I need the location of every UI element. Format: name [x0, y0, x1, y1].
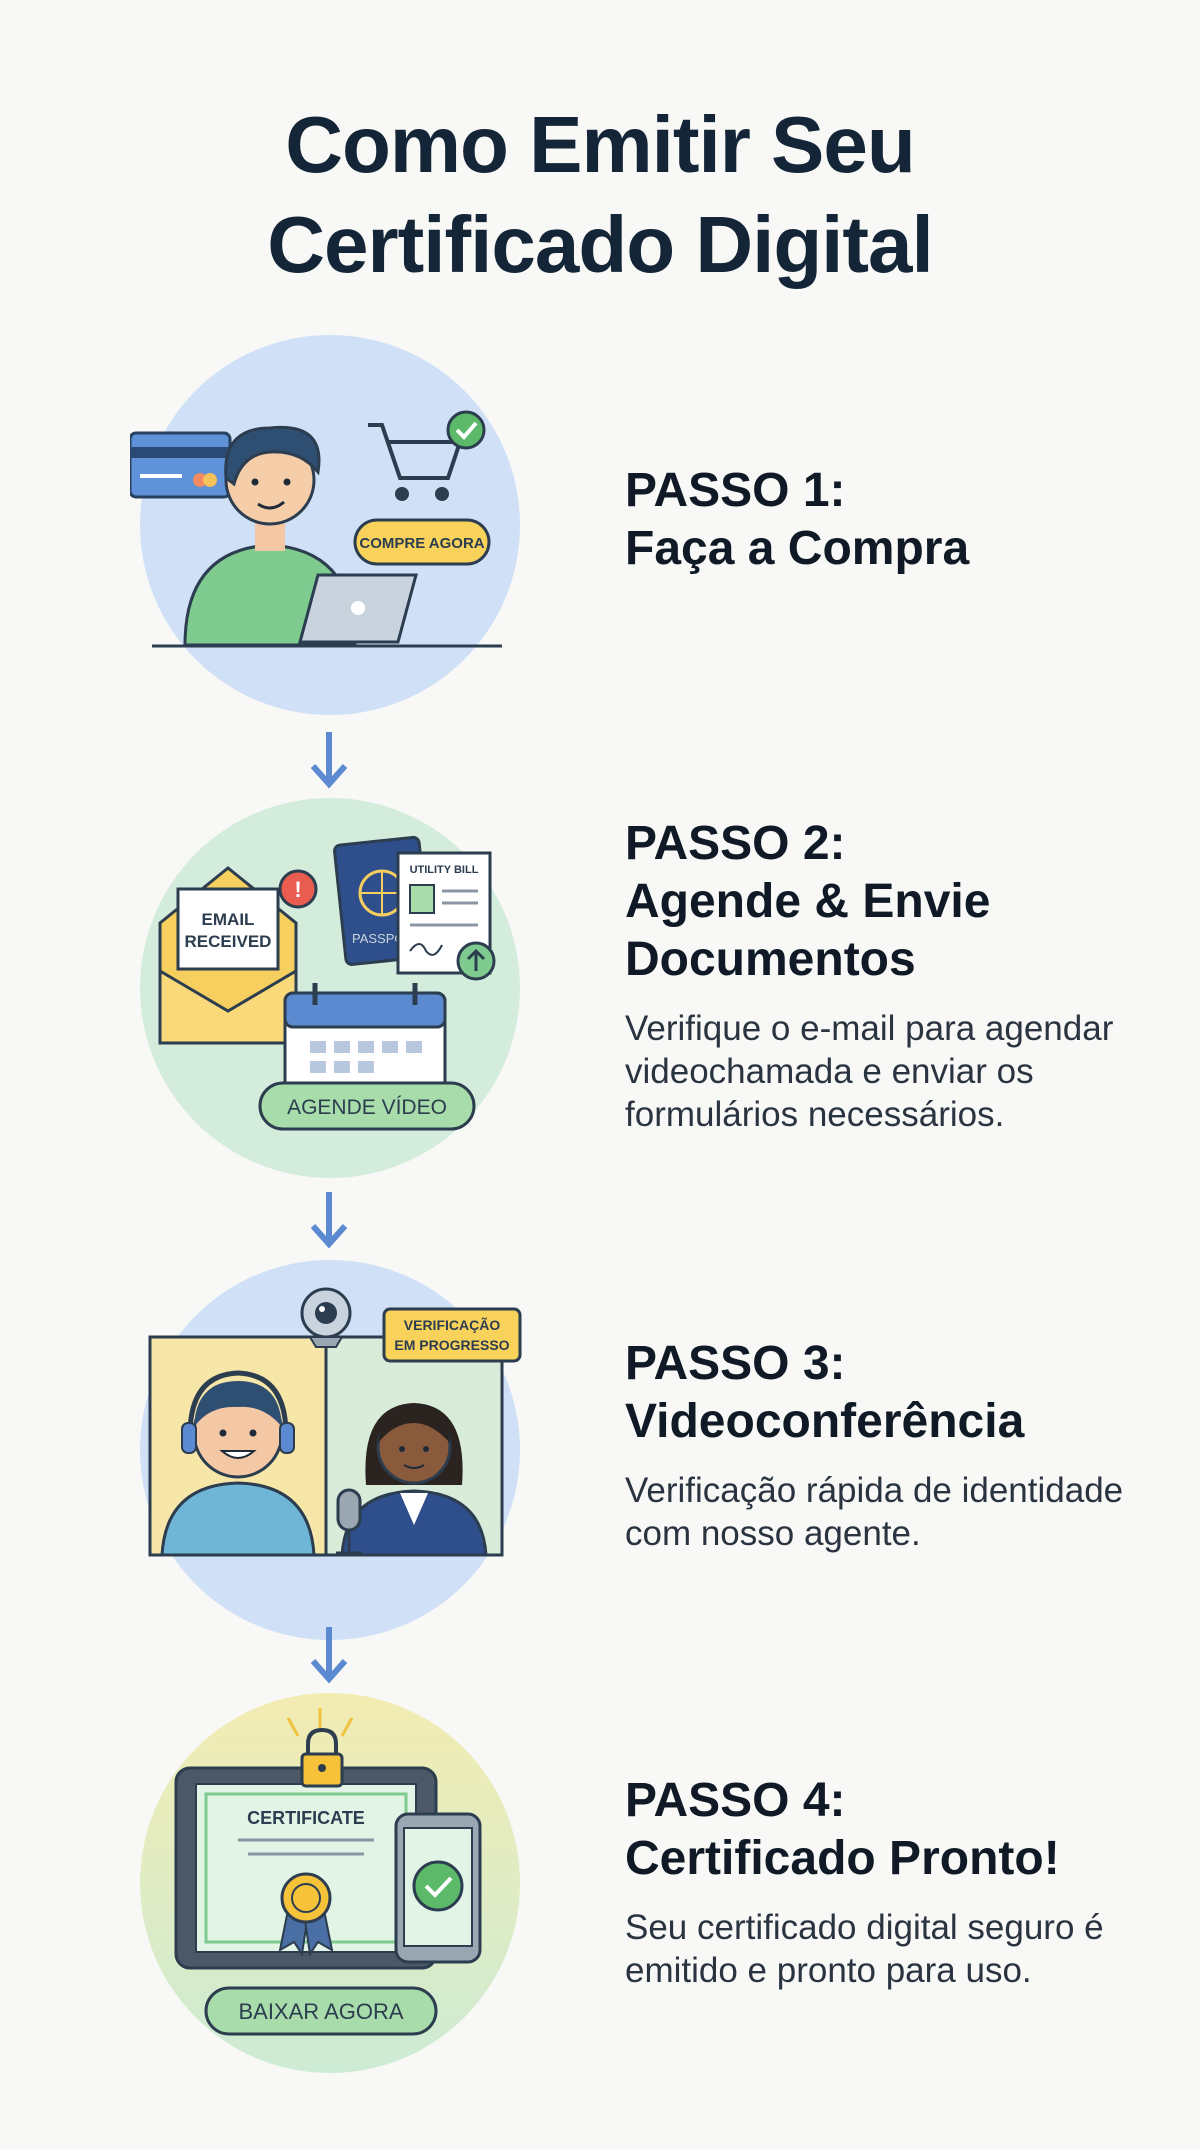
tablet-icon: CERTIFICATE — [174, 1766, 438, 1970]
step-3-description: Verificação rápida de identidade com nos… — [625, 1471, 1124, 1553]
webcam-icon — [300, 1287, 352, 1348]
step-1-label: PASSO 1: — [625, 464, 846, 517]
calendar-icon — [283, 983, 447, 1107]
verification-badge: VERIFICAÇÃO EM PROGRESSO — [382, 1307, 522, 1363]
step-1-title: Faça a Compra — [625, 522, 970, 575]
page-title-line-1: Como Emitir Seu — [285, 100, 916, 189]
step-3-illustration: VERIFICAÇÃO EM PROGRESSO — [130, 1255, 530, 1655]
check-icon — [412, 1860, 464, 1912]
page-title: Como Emitir Seu Certificado Digital — [0, 95, 1200, 295]
agent-avatar — [340, 1403, 488, 1557]
passport-label: PASSPO — [352, 931, 405, 946]
step-2-heading: PASSO 2: Agende & Envie Documentos — [625, 815, 1165, 989]
arrow-down-icon — [310, 1192, 348, 1249]
arrow-down-icon — [310, 1627, 348, 1684]
step-3-heading: PASSO 3: Videoconferência — [625, 1335, 1165, 1451]
certificate-label: CERTIFICATE — [247, 1808, 365, 1828]
bill-label: UTILITY BILL — [410, 864, 479, 876]
step-2-text: PASSO 2: Agende & Envie Documentos Verif… — [625, 815, 1165, 1136]
step-4-title: Certificado Pronto! — [625, 1832, 1060, 1885]
step-4-description: Seu certificado digital seguro é emitido… — [625, 1908, 1104, 1990]
envelope-icon: EMAIL RECEIVED — [158, 866, 298, 1045]
step-1-illustration: COMPRE AGORA — [128, 330, 530, 730]
step-4-text: PASSO 4: Certificado Pronto! Seu certifi… — [625, 1772, 1165, 1992]
check-icon — [446, 410, 486, 450]
schedule-video-label: AGENDE VÍDEO — [287, 1096, 447, 1119]
step-4-label: PASSO 4: — [625, 1774, 846, 1827]
microphone-icon — [336, 1488, 362, 1555]
svg-text:!: ! — [294, 877, 301, 902]
arrow-down-icon — [310, 732, 348, 789]
alert-icon: ! — [278, 869, 318, 909]
shopping-cart-icon — [368, 423, 463, 501]
schedule-video-button[interactable]: AGENDE VÍDEO — [258, 1081, 476, 1131]
upload-icon — [456, 941, 496, 981]
step-2-illustration: EMAIL RECEIVED ! PASSPO UTILITY BILL — [130, 793, 530, 1193]
laptop-icon — [152, 573, 502, 648]
step-3-text: PASSO 3: Videoconferência Verificação rá… — [625, 1335, 1165, 1555]
credit-card-icon — [128, 431, 232, 499]
step-1-text: PASSO 1: Faça a Compra — [625, 462, 1165, 578]
step-2-title-line-1: Agende & Envie — [625, 875, 991, 928]
page-title-line-2: Certificado Digital — [267, 200, 934, 289]
step-3-title: Videoconferência — [625, 1395, 1025, 1448]
step-3-label: PASSO 3: — [625, 1337, 846, 1390]
step-1-heading: PASSO 1: Faça a Compra — [625, 462, 1165, 578]
headset-icon — [160, 1370, 316, 1557]
step-2-description: Verifique o e-mail para agendar videocha… — [625, 1009, 1114, 1134]
verification-label-1: VERIFICAÇÃO — [404, 1316, 501, 1333]
verification-label-2: EM PROGRESSO — [394, 1337, 509, 1353]
step-4-illustration: CERTIFICATE BAIXAR AGORA — [130, 1688, 530, 2088]
buy-now-label: COMPRE AGORA — [359, 535, 484, 552]
lock-icon — [300, 1727, 344, 1788]
step-4-heading: PASSO 4: Certificado Pronto! — [625, 1772, 1165, 1888]
download-now-label: BAIXAR AGORA — [238, 1999, 403, 2024]
seal-icon — [278, 1872, 334, 1957]
email-label-1: EMAIL — [202, 910, 255, 929]
step-2-title-line-2: Documentos — [625, 933, 916, 986]
buy-now-button[interactable]: COMPRE AGORA — [353, 518, 491, 566]
person-icon — [183, 425, 357, 647]
email-label-2: RECEIVED — [185, 932, 272, 951]
download-now-button[interactable]: BAIXAR AGORA — [204, 1986, 438, 2036]
step-2-label: PASSO 2: — [625, 817, 846, 870]
